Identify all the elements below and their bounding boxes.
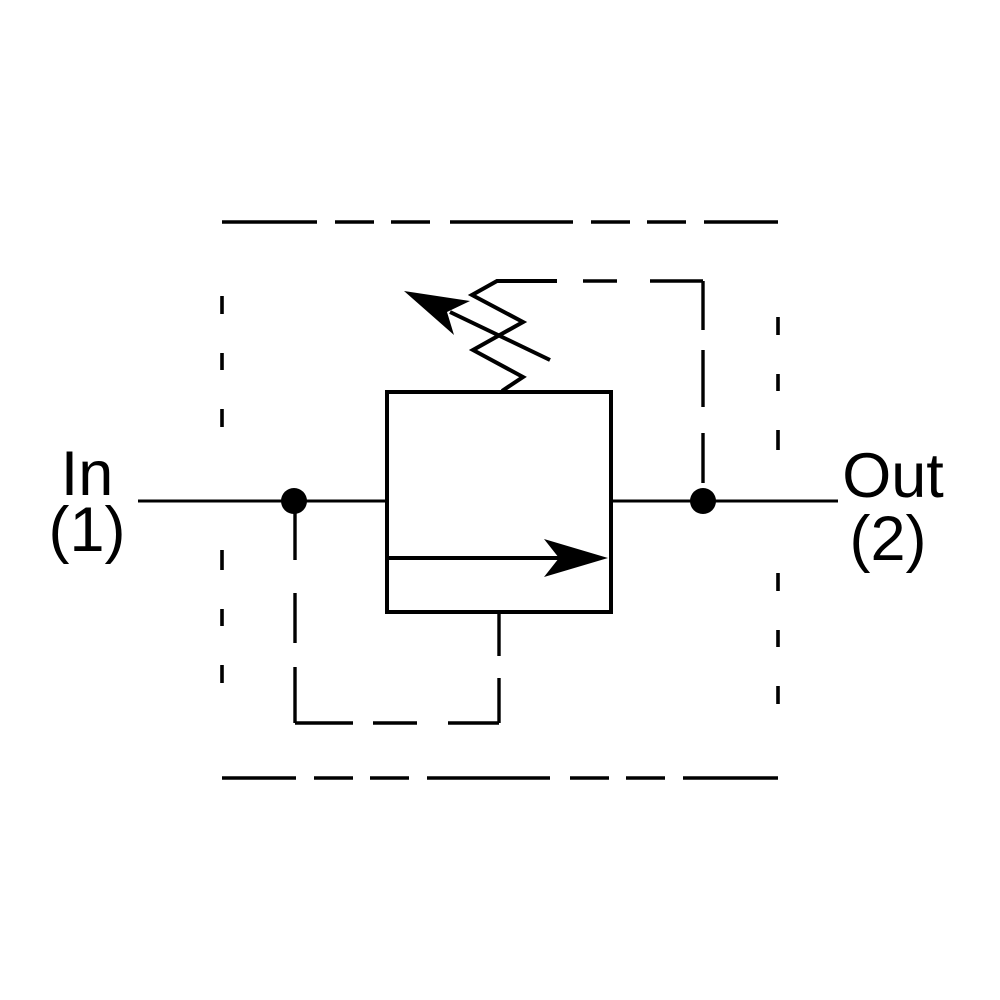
port-labels: In (1) Out (2) <box>49 439 945 574</box>
adjustment-arrowhead-icon <box>404 291 470 335</box>
port-in-number: (1) <box>49 495 126 565</box>
valve-body <box>385 390 613 614</box>
flow-arrowhead-icon <box>544 539 608 577</box>
inlet-junction-dot <box>281 488 307 514</box>
port-out-number: (2) <box>850 504 927 574</box>
schematic-strokes <box>138 220 838 780</box>
port-out-label: Out <box>842 441 944 511</box>
adjustment-arrow-shaft <box>449 310 551 362</box>
schematic-fills <box>281 291 716 577</box>
spring-symbol <box>467 279 557 393</box>
outlet-junction-dot <box>690 488 716 514</box>
port-in-label: In <box>61 439 114 509</box>
enclosure-boundary-dashed <box>220 220 780 780</box>
